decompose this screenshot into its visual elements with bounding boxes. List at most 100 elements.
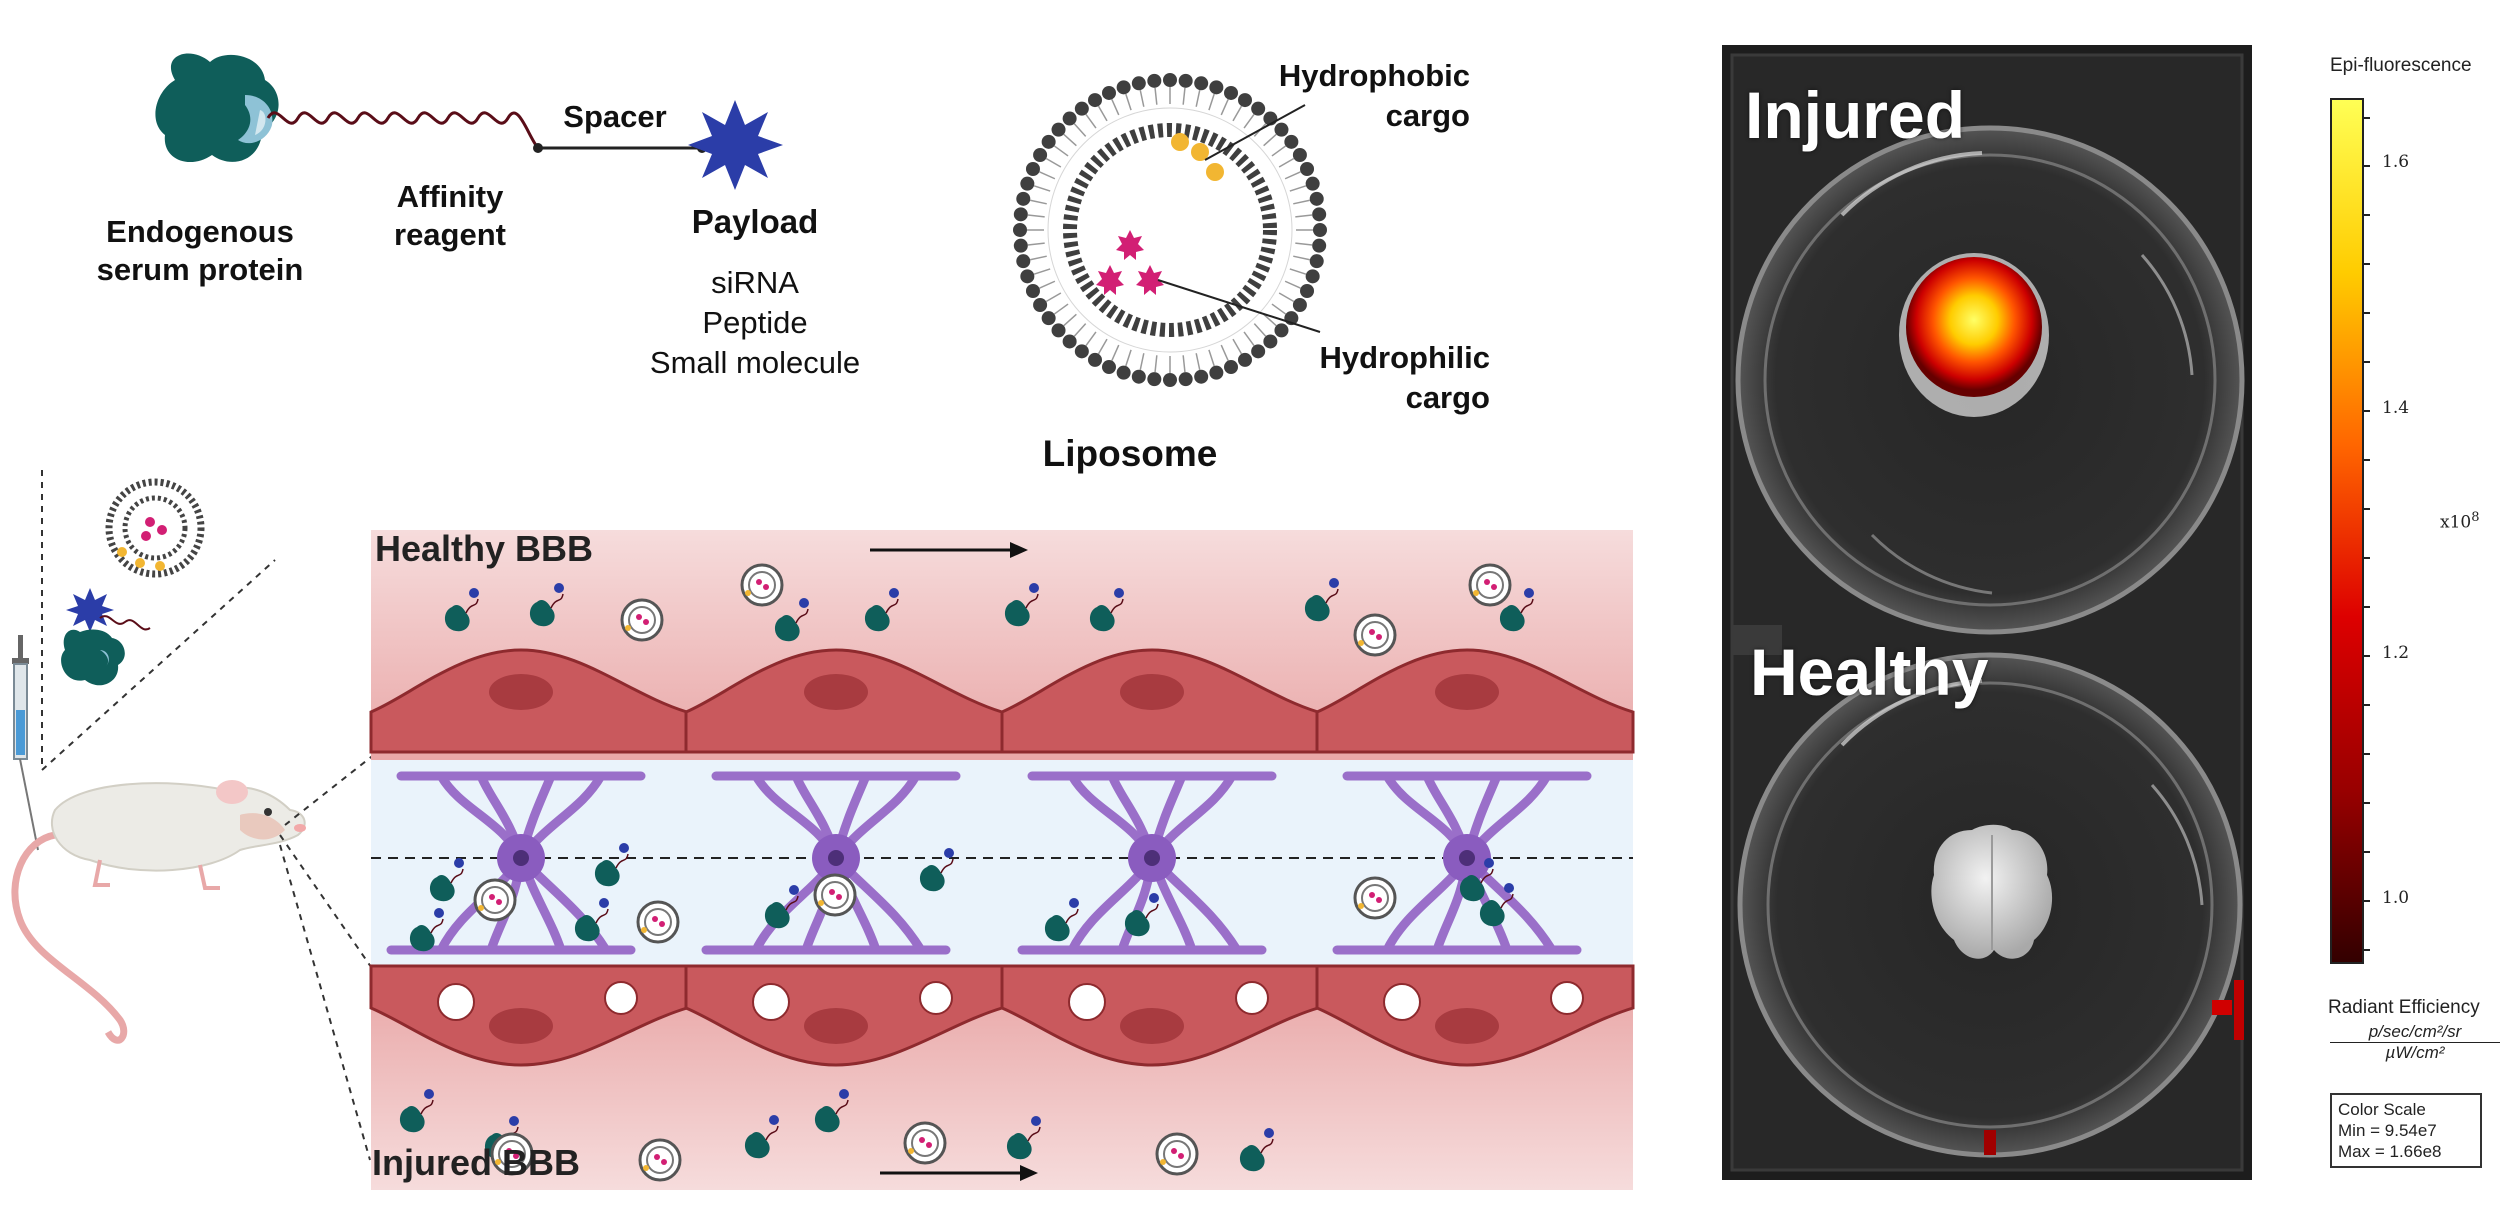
colorbar-exponent: x108: [2440, 510, 2480, 533]
color-scale-title: Color Scale: [2338, 1100, 2426, 1119]
color-scale-max: Max = 1.66e8: [2338, 1142, 2442, 1161]
cell-nucleus: [804, 674, 868, 710]
colorbar-exponent-base: x10: [2440, 512, 2472, 533]
cell-nucleus: [804, 1008, 868, 1044]
cell-nucleus: [1435, 674, 1499, 710]
colorbar-exponent-power: 8: [2471, 510, 2480, 525]
hydrophobic-label: Hydrophobic cargo: [1278, 58, 1470, 133]
colorbar-tick-1-2: 1.2: [2382, 643, 2410, 663]
color-scale-box: Color Scale Min = 9.54e7 Max = 1.66e8: [2330, 1093, 2482, 1168]
conjugate-particle: [574, 898, 609, 942]
conjugate-particle: [1239, 1128, 1274, 1172]
transcytosis-vesicle: [1550, 981, 1584, 1015]
colorbar-minor-ticks: [2362, 117, 2370, 951]
transcytosis-vesicle: [752, 983, 790, 1021]
hydrophilic-label: Hydrophilic cargo: [1319, 340, 1490, 415]
conjugate-particle: [1124, 893, 1159, 937]
cell-nucleus: [1120, 674, 1184, 710]
hydrophobic-cargo-icon: [1171, 133, 1224, 181]
hydrophilic-pointer: [1157, 279, 1321, 333]
hydrophilic-cargo-icon: [1096, 230, 1164, 295]
conjugate-particle: [1459, 858, 1494, 902]
conjugate-particle: [814, 1089, 849, 1133]
conjugate-particle: [399, 1089, 434, 1133]
serum-protein-icon: [155, 53, 279, 163]
astrocyte-icon: [386, 771, 646, 955]
liposome-particle: [903, 1121, 947, 1165]
conjugate-particle: [1089, 588, 1124, 632]
cell-nucleus: [489, 674, 553, 710]
liposome-particle: [638, 1138, 682, 1182]
conjugate-particle: [919, 848, 954, 892]
payload-label: Payload: [691, 203, 819, 240]
conjugate-particle: [744, 1115, 779, 1159]
transcytosis-vesicle: [604, 981, 638, 1015]
conjugate-particle: [1479, 883, 1514, 927]
injured-image-label: Injured: [1745, 78, 1966, 152]
payload-type-sirna: siRNA: [711, 265, 799, 300]
liposome-particle: [1353, 876, 1397, 920]
liposome-particle: [636, 900, 680, 944]
conjugate-particle: [429, 858, 464, 902]
cell-nucleus: [489, 1008, 553, 1044]
cell-nucleus: [1435, 1008, 1499, 1044]
liposome-particle: [740, 563, 784, 607]
astrocyte-icon: [1017, 771, 1277, 955]
color-scale-min: Min = 9.54e7: [2338, 1121, 2437, 1140]
liposome-inner-layer: [1047, 107, 1293, 353]
healthy-brain: [1931, 824, 2053, 959]
transcytosis-vesicle: [919, 981, 953, 1015]
payload-type-peptide: Peptide: [702, 305, 808, 340]
flow-arrow-top: [870, 542, 1028, 558]
bbb-diagram: [369, 530, 1635, 1190]
radiant-efficiency-label: Radiant Efficiency: [2328, 997, 2480, 1018]
conjugate-particle: [864, 588, 899, 632]
conjugate-particle: [1304, 578, 1339, 622]
conjugate-particle: [594, 843, 629, 887]
fluorescence-image: [1722, 45, 2252, 1180]
payload-type-small-molecule: Small molecule: [649, 345, 861, 380]
conjugate-particle: [1044, 898, 1079, 942]
mouse-icon: [11, 780, 306, 1044]
liposome-outer-layer: [1013, 73, 1327, 387]
conjugate-particle: [774, 598, 809, 642]
healthy-image-label: Healthy: [1750, 635, 1989, 709]
transcytosis-vesicle: [437, 983, 475, 1021]
flow-arrow-bottom: [880, 1165, 1038, 1181]
colorbar-title: Epi-fluorescence: [2330, 55, 2472, 76]
conjugate-particle: [764, 885, 799, 929]
conjugate-particle: [444, 588, 479, 632]
unit-denominator: µW/cm²: [2385, 1043, 2445, 1062]
conjugate-diagram: [155, 53, 783, 190]
transcytosis-vesicle: [1383, 983, 1421, 1021]
protein-label: Endogenous serum protein: [96, 214, 304, 287]
conjugate-particle: [1499, 588, 1534, 632]
colorbar-axis: [2362, 98, 2364, 960]
transcytosis-vesicle: [1235, 981, 1269, 1015]
colorbar-tick-1-6: 1.6: [2382, 152, 2410, 172]
transcytosis-vesicle: [1068, 983, 1106, 1021]
cell-nucleus: [1120, 1008, 1184, 1044]
liposome-particle: [1468, 563, 1512, 607]
colorbar-gradient: [2330, 98, 2364, 964]
affinity-label: Affinity reagent: [394, 179, 506, 252]
liposome-particle: [1155, 1132, 1199, 1176]
syringe-icon: [12, 635, 39, 851]
affinity-linker-icon: [266, 111, 540, 149]
fluorescence-image-svg: [1722, 45, 2252, 1180]
liposome-particle: [1353, 613, 1397, 657]
conjugate-particle: [1004, 583, 1039, 627]
colorbar-tick-1-4: 1.4: [2382, 398, 2410, 418]
conjugate-particle: [1006, 1116, 1041, 1160]
conjugate-particle: [409, 908, 444, 952]
liposome-particle: [473, 878, 517, 922]
liposome-particle: [490, 1132, 534, 1176]
healthy-bbb-label: Healthy BBB: [375, 528, 594, 569]
fluorescence-signal: [1899, 253, 2049, 417]
spacer-label: Spacer: [563, 99, 667, 134]
liposome-title: Liposome: [1042, 433, 1218, 474]
injured-bbb-label: Injured BBB: [372, 1142, 581, 1183]
liposome-small-icon: [105, 478, 205, 578]
liposome-particle: [620, 598, 664, 642]
mouse-injection-diagram: [11, 470, 380, 1161]
